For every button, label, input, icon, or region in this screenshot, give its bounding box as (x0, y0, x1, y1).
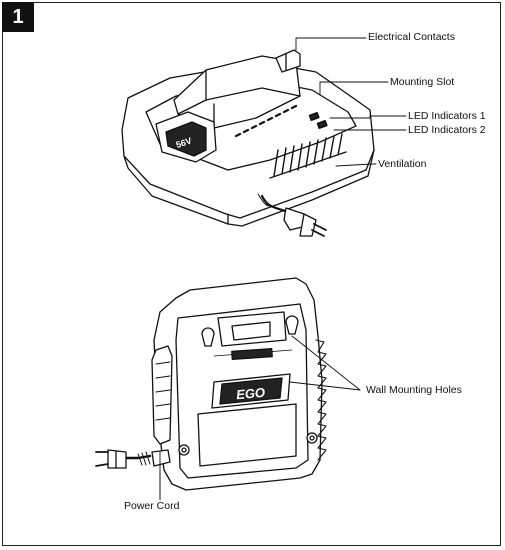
callout-led-indicators-1: LED Indicators 1 (408, 110, 486, 122)
figure-frame (2, 2, 501, 546)
slot-rail-marks (234, 104, 298, 138)
led-indicators (308, 111, 328, 129)
power-cord-top (260, 194, 290, 214)
brand-logo-text: EGO (236, 385, 266, 402)
figure-number-badge: 1 (2, 2, 34, 32)
voltage-badge-text: 56V (175, 136, 193, 150)
wall-mounting-holes (201, 315, 299, 347)
callout-ventilation: Ventilation (378, 158, 427, 170)
callout-led-indicators-2: LED Indicators 2 (408, 124, 486, 136)
side-ridges-right (315, 339, 327, 461)
charger-back-view: EGO (95, 277, 327, 499)
screw-hole-right (306, 432, 318, 444)
callout-wall-mounting-holes: Wall Mounting Holes (366, 384, 462, 396)
left-grip (151, 345, 173, 445)
charger-top-view: 56V (121, 49, 375, 237)
callout-mounting-slot: Mounting Slot (390, 76, 455, 88)
ventilation-slots (269, 133, 347, 179)
top-cutout (217, 311, 287, 347)
rating-label (231, 347, 273, 361)
power-plug-back (95, 449, 127, 469)
callout-leaders-bottom (159, 335, 361, 501)
voltage-badge-plate (165, 121, 207, 157)
electrical-contacts (275, 49, 301, 73)
callout-leaders-top (295, 37, 407, 167)
brand-logo-plate: EGO (211, 373, 291, 409)
cord-strain-relief (151, 449, 171, 467)
callout-electrical-contacts: Electrical Contacts (368, 31, 455, 43)
power-plug-top (283, 207, 327, 237)
screw-hole-left (178, 444, 190, 456)
callout-power-cord: Power Cord (124, 500, 180, 512)
